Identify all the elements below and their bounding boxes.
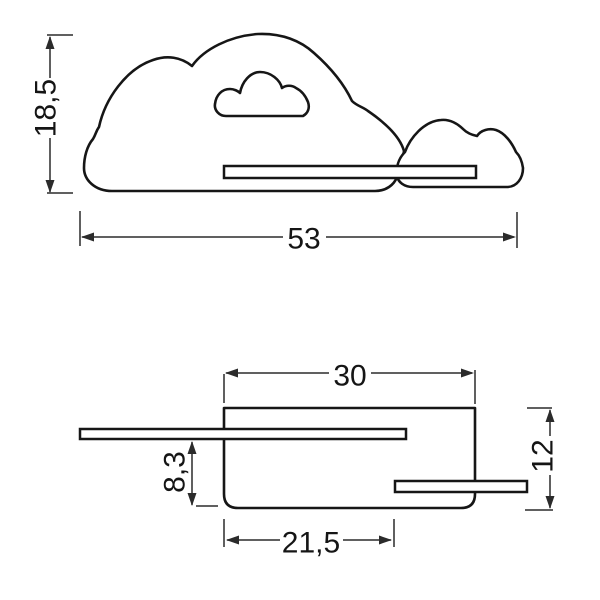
dimension-arrowhead (545, 409, 555, 422)
dimension-arrowhead (226, 535, 239, 545)
shelf-bar-front (222, 164, 478, 180)
dimension-arrowhead (45, 180, 55, 193)
dimension-arrowhead (187, 493, 197, 506)
side-top-width-dimension: 30 (223, 360, 476, 404)
side-height-label: 12 (527, 439, 560, 472)
side-shelf-offset-dimension: 8,3 (159, 441, 218, 507)
front-height-label: 18,5 (30, 79, 63, 137)
side-view: 30 12 8,3 21,5 (78, 360, 560, 560)
mounting-bar-side (393, 479, 529, 494)
side-shelf-offset-label: 8,3 (159, 451, 192, 493)
dimension-arrowhead (45, 36, 55, 49)
inner-cloud-cutout (213, 70, 311, 118)
side-bottom-width-dimension: 21,5 (223, 519, 395, 560)
dimension-arrowhead (545, 496, 555, 509)
dimension-arrowhead (225, 368, 238, 378)
front-height-dimension: 18,5 (30, 34, 73, 194)
dimension-arrowhead (379, 535, 392, 545)
front-width-dimension: 53 (79, 211, 518, 256)
dimension-arrowhead (187, 441, 197, 454)
side-top-width-label: 30 (333, 360, 366, 393)
dimension-arrowhead (503, 232, 516, 242)
front-width-label: 53 (287, 223, 320, 256)
dimension-arrowhead (81, 232, 94, 242)
side-height-dimension: 12 (525, 407, 560, 511)
dimension-arrowhead (461, 368, 474, 378)
shelf-bar-side (78, 427, 408, 441)
side-bottom-width-label: 21,5 (282, 527, 340, 560)
front-view: 18,5 53 (30, 32, 525, 256)
